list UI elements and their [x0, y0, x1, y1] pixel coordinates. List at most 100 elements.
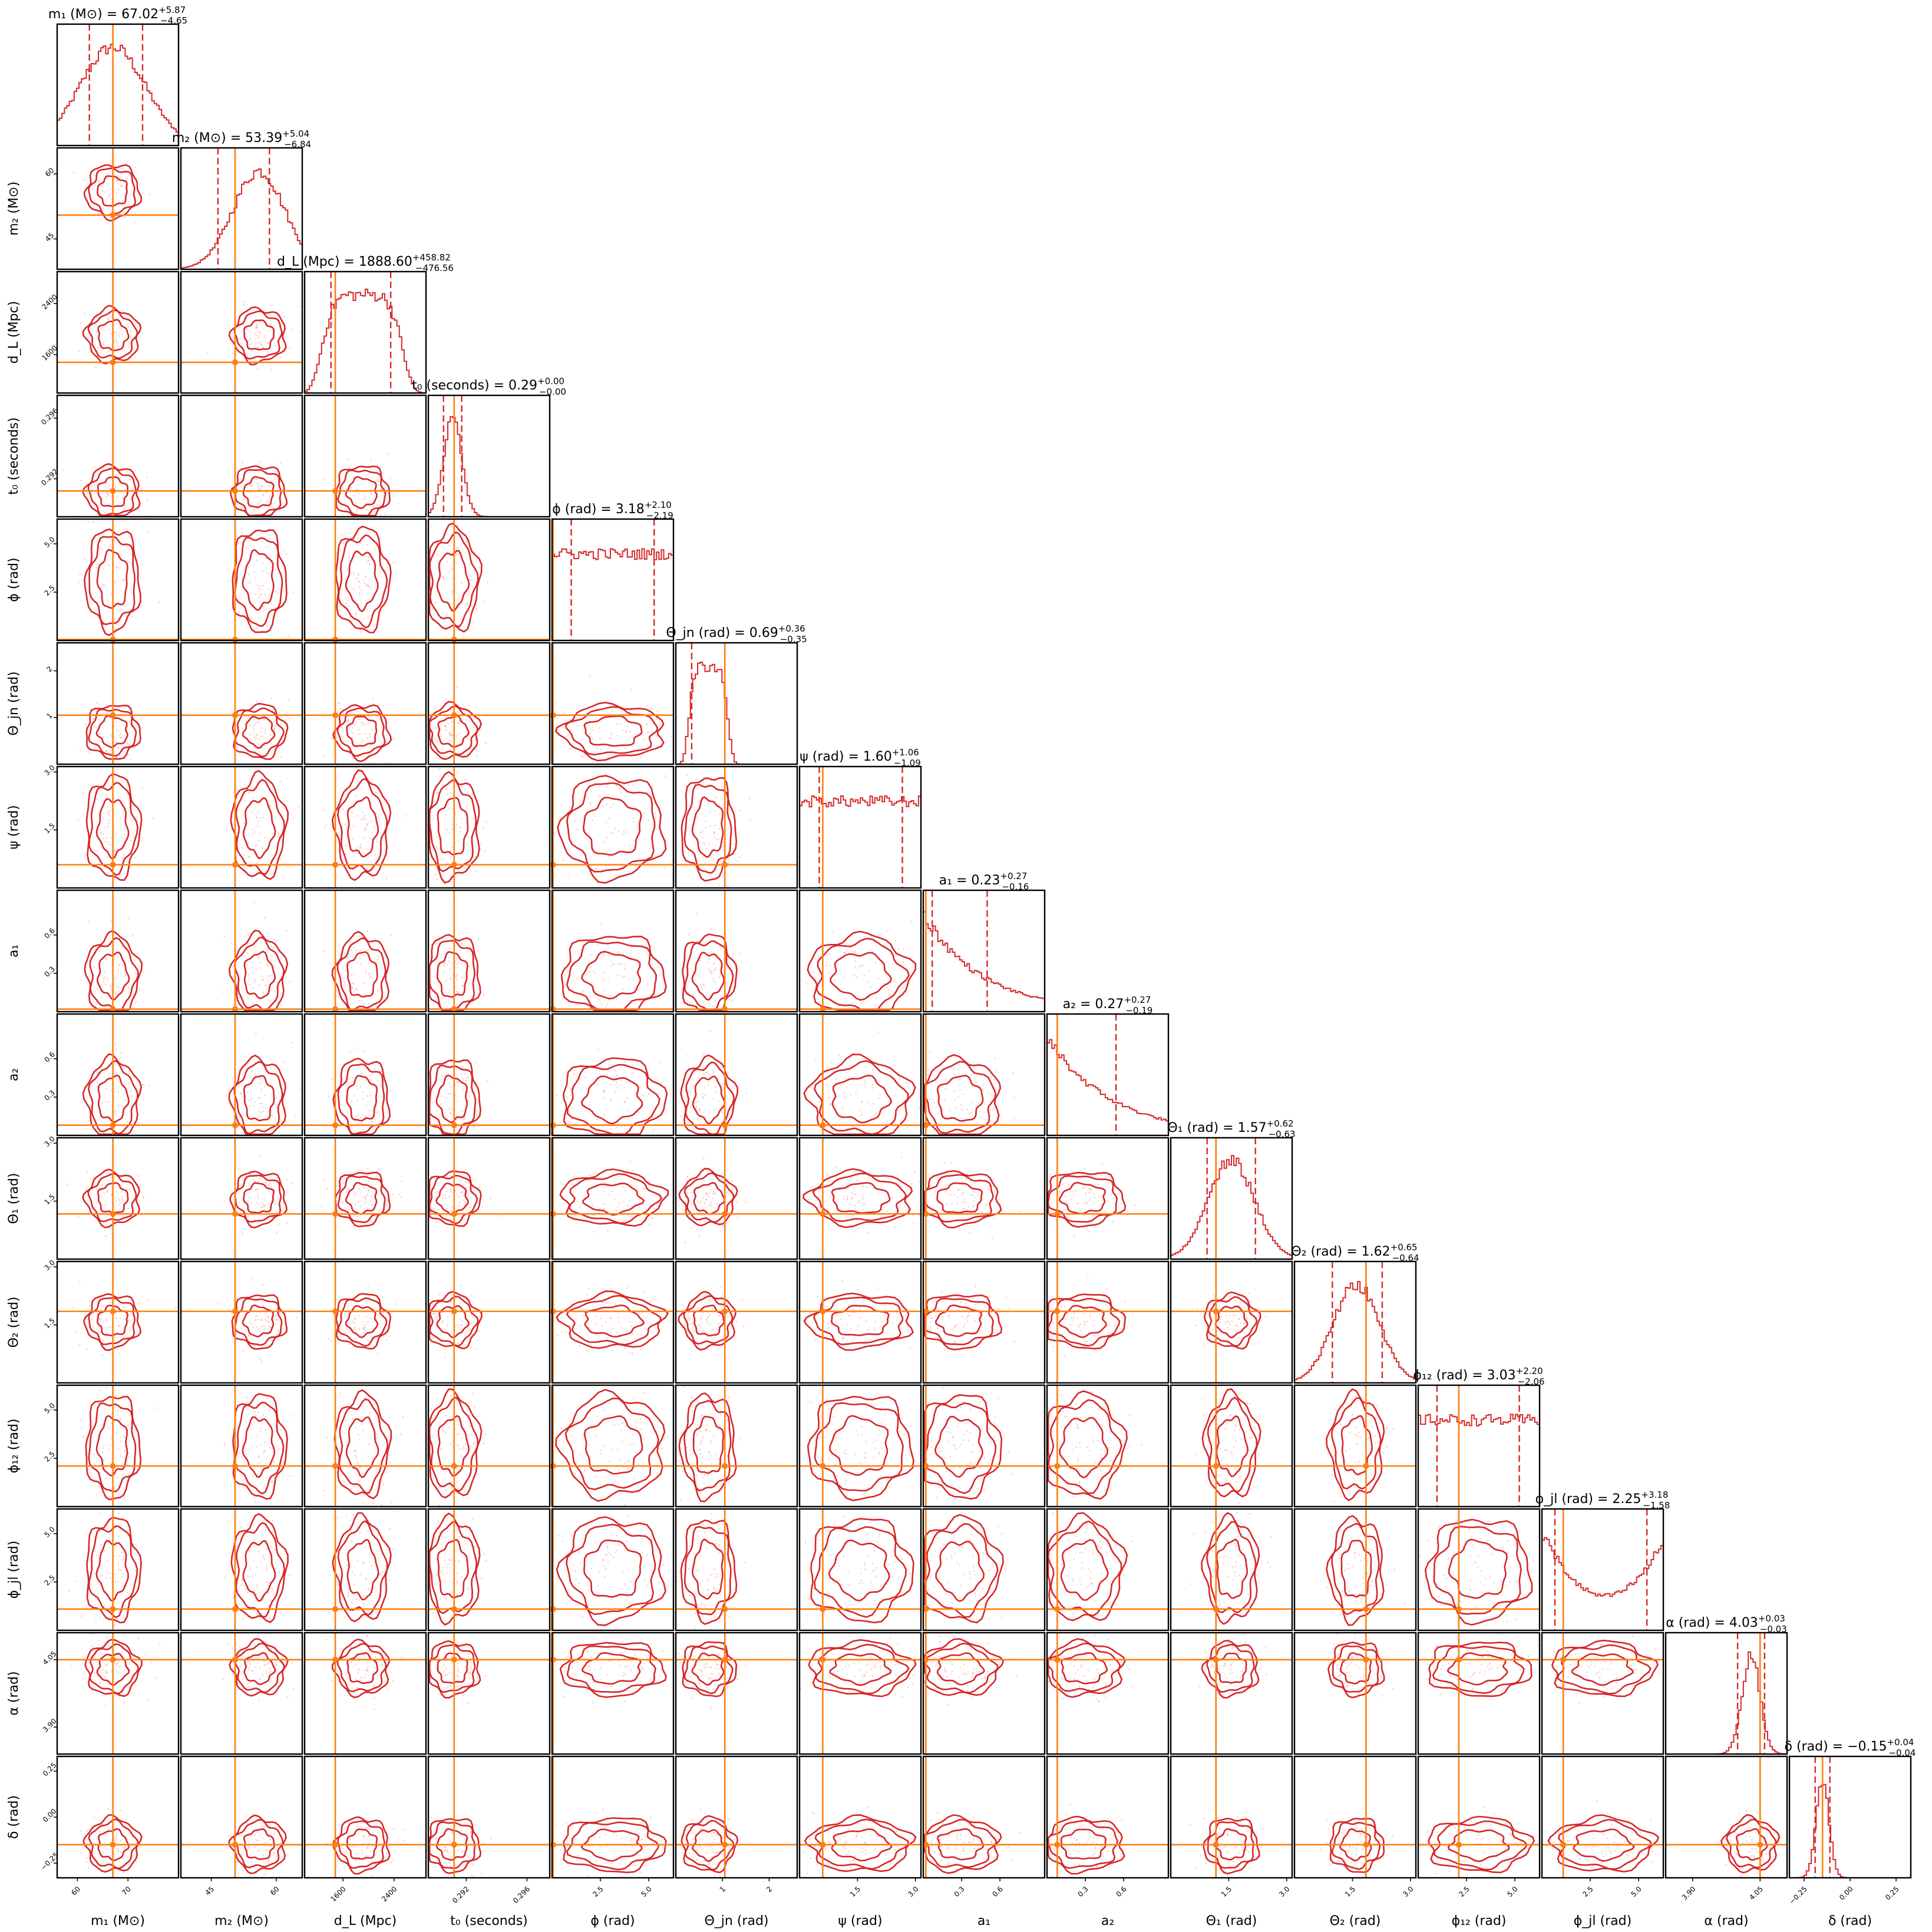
contour-theta2-thetajn-0	[692, 1304, 725, 1337]
sample-point	[895, 980, 897, 983]
sample-point	[444, 615, 446, 617]
sample-point	[843, 975, 844, 977]
sample-point	[249, 344, 251, 346]
sample-point	[256, 325, 257, 327]
sample-point	[110, 985, 111, 987]
contour-theta2-phi-2	[556, 1290, 669, 1349]
sample-point	[349, 828, 352, 830]
sample-point	[377, 1111, 379, 1113]
sample-point	[632, 784, 635, 786]
sample-point	[463, 1199, 465, 1201]
sample-point	[461, 1324, 463, 1326]
sample-point	[93, 718, 95, 719]
sample-point	[851, 1002, 854, 1004]
sample-point	[86, 492, 88, 494]
panel-frame	[180, 642, 303, 765]
sample-point	[643, 1117, 646, 1119]
sample-point	[241, 831, 243, 833]
sample-point	[100, 540, 103, 542]
sample-point	[1092, 1214, 1094, 1217]
sample-point	[279, 1004, 282, 1006]
sample-point	[125, 975, 127, 977]
sample-point	[123, 815, 126, 818]
sample-point	[1065, 1415, 1067, 1418]
sample-point	[362, 1098, 364, 1099]
sample-point	[328, 1095, 330, 1098]
sample-point	[123, 330, 125, 332]
sample-point	[607, 1193, 610, 1195]
sample-point	[1110, 1488, 1112, 1491]
sample-point	[124, 216, 126, 219]
sample-point	[364, 575, 366, 577]
sample-point	[256, 1188, 257, 1191]
sample-point	[590, 804, 592, 806]
panel-frame	[1046, 1260, 1170, 1384]
sample-point	[709, 1185, 711, 1187]
sample-point	[576, 828, 578, 830]
panel-theta1-t0	[427, 1137, 551, 1260]
sample-point	[266, 557, 267, 560]
sample-point	[451, 827, 453, 830]
sample-point	[1227, 1327, 1229, 1329]
sample-point	[367, 1208, 369, 1210]
sample-point	[1129, 1415, 1131, 1417]
sample-point	[859, 1309, 861, 1311]
panel-t0-t0: t₀ (seconds) = 0.29+0.00−0.00	[412, 376, 566, 518]
sample-point	[107, 812, 110, 814]
sample-point	[129, 337, 131, 339]
sample-point	[736, 1320, 738, 1323]
sample-point	[682, 1204, 684, 1206]
sample-point	[242, 1095, 245, 1098]
sample-point	[232, 1003, 234, 1006]
sample-point	[110, 752, 113, 754]
sample-point	[699, 1111, 701, 1112]
sample-point	[127, 742, 128, 744]
sample-point	[686, 774, 688, 777]
sample-point	[240, 1327, 243, 1330]
sample-point	[402, 1416, 404, 1418]
sample-point	[569, 748, 571, 750]
sample-point	[252, 485, 253, 487]
sample-point	[659, 1062, 661, 1064]
sample-point	[117, 1502, 120, 1504]
sample-point	[138, 1199, 140, 1201]
sample-point	[445, 698, 447, 700]
sample-point	[104, 983, 107, 986]
sample-point	[856, 1179, 858, 1181]
sample-point	[80, 1419, 82, 1422]
sample-point	[381, 1444, 384, 1446]
sample-point	[465, 541, 468, 543]
sample-point	[457, 771, 459, 774]
sample-point	[933, 1193, 935, 1195]
contour-t0-m2-0	[242, 475, 275, 508]
sample-point	[1249, 1429, 1251, 1431]
sample-point	[274, 726, 276, 728]
sample-point	[78, 350, 80, 352]
contour-theta1-psi-0	[831, 1182, 891, 1214]
sample-point	[256, 584, 258, 586]
sample-point	[606, 785, 609, 788]
sample-point	[1073, 1223, 1075, 1226]
sample-point	[289, 717, 292, 719]
sample-point	[841, 1280, 844, 1282]
sample-point	[811, 1402, 813, 1404]
sample-point	[1052, 1322, 1053, 1325]
sample-point	[843, 952, 846, 954]
sample-point	[247, 997, 249, 999]
sample-point	[1093, 1325, 1095, 1327]
sample-point	[474, 870, 477, 872]
sample-point	[1092, 1320, 1094, 1322]
contour-dL-m2-2	[228, 306, 287, 366]
sample-point	[278, 835, 280, 838]
sample-point	[104, 976, 106, 979]
panel-t0-dL	[303, 394, 427, 518]
sample-point	[362, 811, 364, 814]
sample-point	[253, 797, 255, 799]
contour-a1-m1-1	[89, 937, 140, 1012]
sample-point	[368, 563, 371, 565]
sample-point	[257, 820, 260, 822]
sample-point	[929, 1320, 932, 1323]
sample-point	[255, 327, 257, 329]
sample-point	[123, 834, 126, 835]
sample-point	[326, 1188, 329, 1190]
